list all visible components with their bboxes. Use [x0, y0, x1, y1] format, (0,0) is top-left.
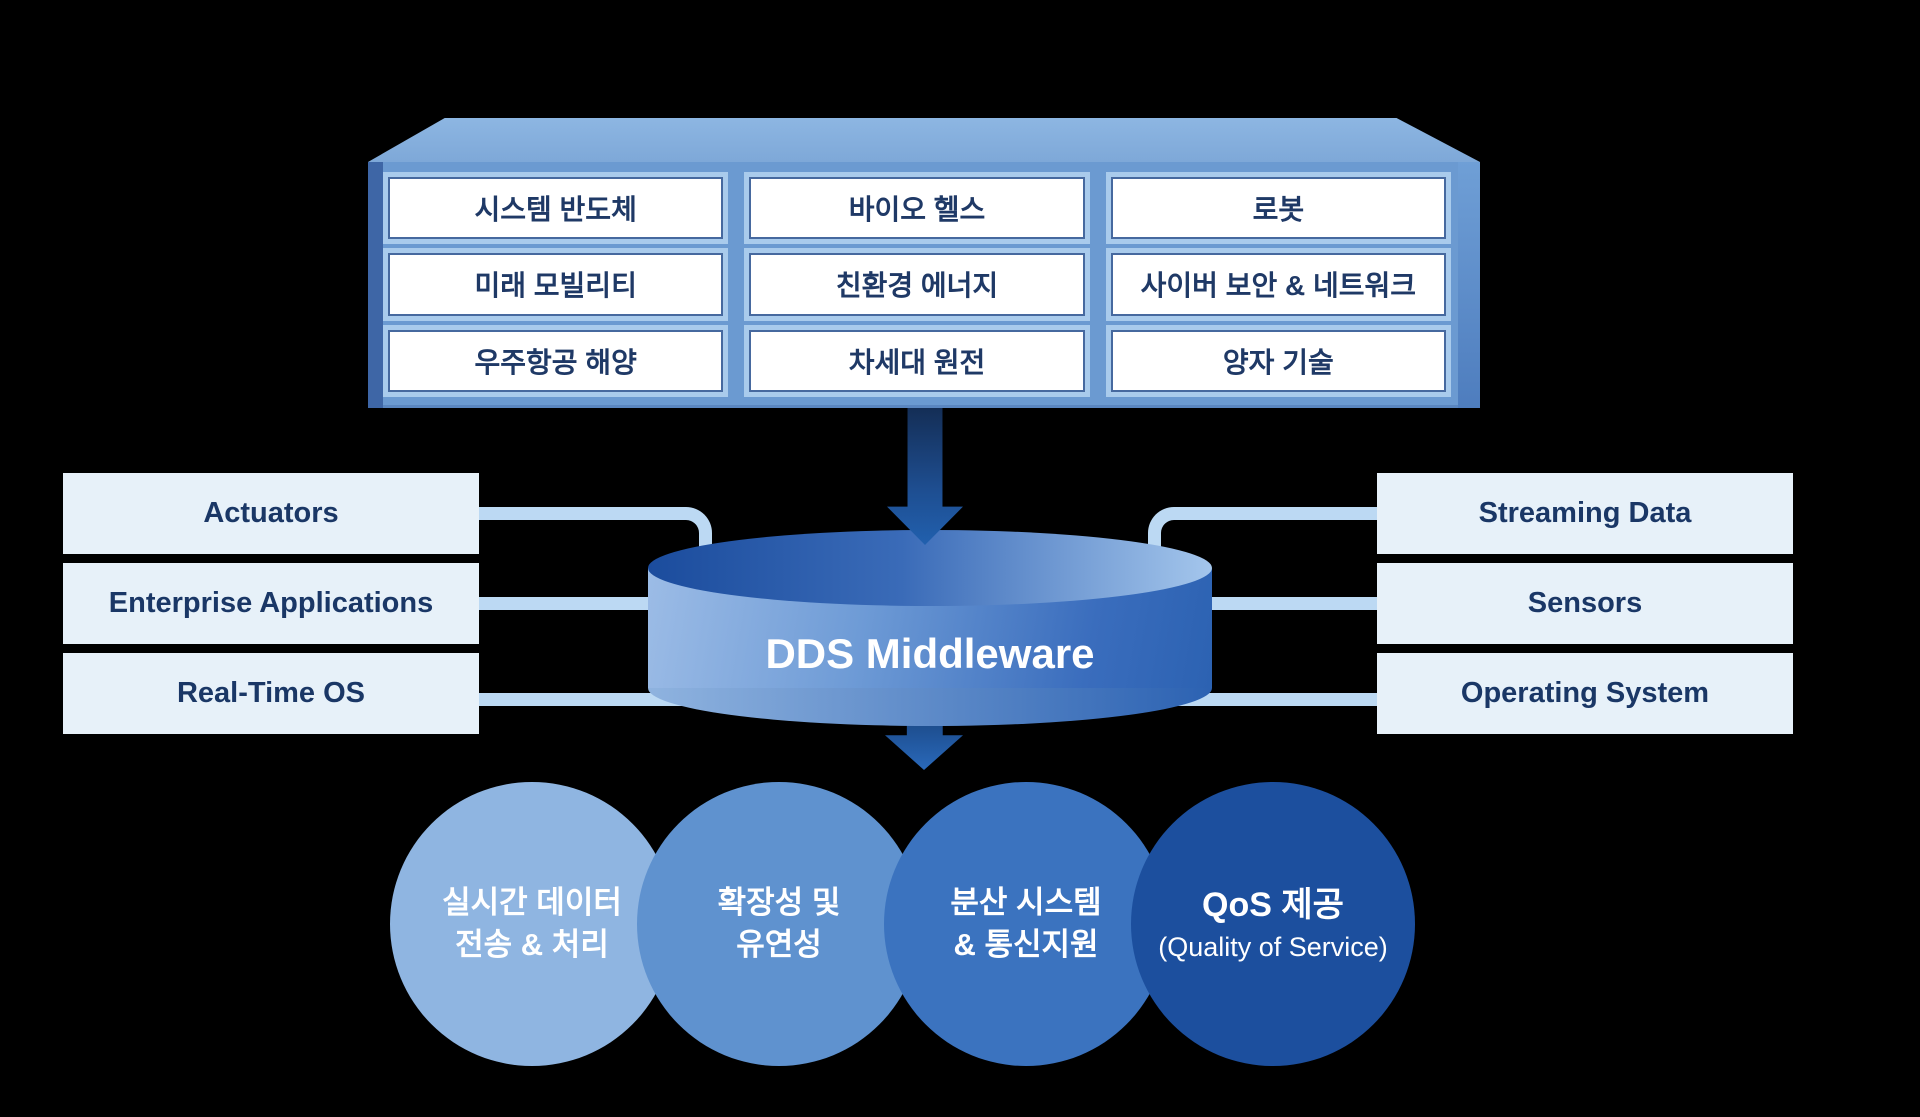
- feature-line1: 분산 시스템: [950, 885, 1102, 921]
- industry-box-top-face: [368, 118, 1480, 162]
- feature-line1: QoS 제공: [1202, 885, 1344, 924]
- right-box-sensors: Sensors: [1377, 563, 1793, 644]
- left-box-actuators: Actuators: [63, 473, 479, 554]
- middleware-label: DDS Middleware: [765, 630, 1095, 677]
- right-box-operating-system: Operating System: [1377, 653, 1793, 734]
- feature-circle-realtime-data: 실시간 데이터 전송 & 처리: [390, 782, 674, 1066]
- feature-line2: 유연성: [736, 927, 822, 962]
- right-box-streaming-data: Streaming Data: [1377, 473, 1793, 554]
- middleware-cylinder: DDS Middleware: [648, 530, 1212, 726]
- connector-enterprise-applications: [479, 597, 700, 610]
- industry-cell: 사이버 보안 & 네트워크: [1110, 253, 1446, 316]
- industry-cell: 차세대 원전: [749, 329, 1085, 392]
- feature-circle-distributed-system: 분산 시스템 & 통신지원: [884, 782, 1168, 1066]
- connector-sensors: [1160, 597, 1377, 610]
- industry-cell: 친환경 에너지: [749, 253, 1085, 316]
- industry-cell: 우주항공 해양: [388, 329, 724, 392]
- industry-cell: 시스템 반도체: [388, 177, 724, 240]
- left-box-real-time-os: Real-Time OS: [63, 653, 479, 734]
- feature-circle-qos: QoS 제공 (Quality of Service): [1131, 782, 1415, 1066]
- industry-grid: 시스템 반도체 바이오 헬스 로봇 미래 모빌리티 친환경 에너지 사이버 보안…: [368, 162, 1458, 408]
- left-box-enterprise-applications: Enterprise Applications: [63, 563, 479, 644]
- industry-box-side-face: [1458, 162, 1480, 408]
- feature-line1: 실시간 데이터: [442, 885, 622, 921]
- industry-box-3d: 시스템 반도체 바이오 헬스 로봇 미래 모빌리티 친환경 에너지 사이버 보안…: [368, 118, 1480, 410]
- feature-line1: 확장성 및: [717, 885, 841, 921]
- industry-cell: 바이오 헬스: [749, 177, 1085, 240]
- feature-line2: & 통신지원: [953, 927, 1099, 962]
- feature-line2: 전송 & 처리: [455, 927, 609, 962]
- industry-cell: 미래 모빌리티: [388, 253, 724, 316]
- arrow-down-top: [887, 408, 963, 545]
- industry-cell: 양자 기술: [1110, 329, 1446, 392]
- feature-circle-scalability: 확장성 및 유연성: [637, 782, 921, 1066]
- cylinder-top-cap: [648, 530, 1212, 606]
- feature-line2: (Quality of Service): [1158, 931, 1388, 962]
- industry-cell: 로봇: [1110, 177, 1446, 240]
